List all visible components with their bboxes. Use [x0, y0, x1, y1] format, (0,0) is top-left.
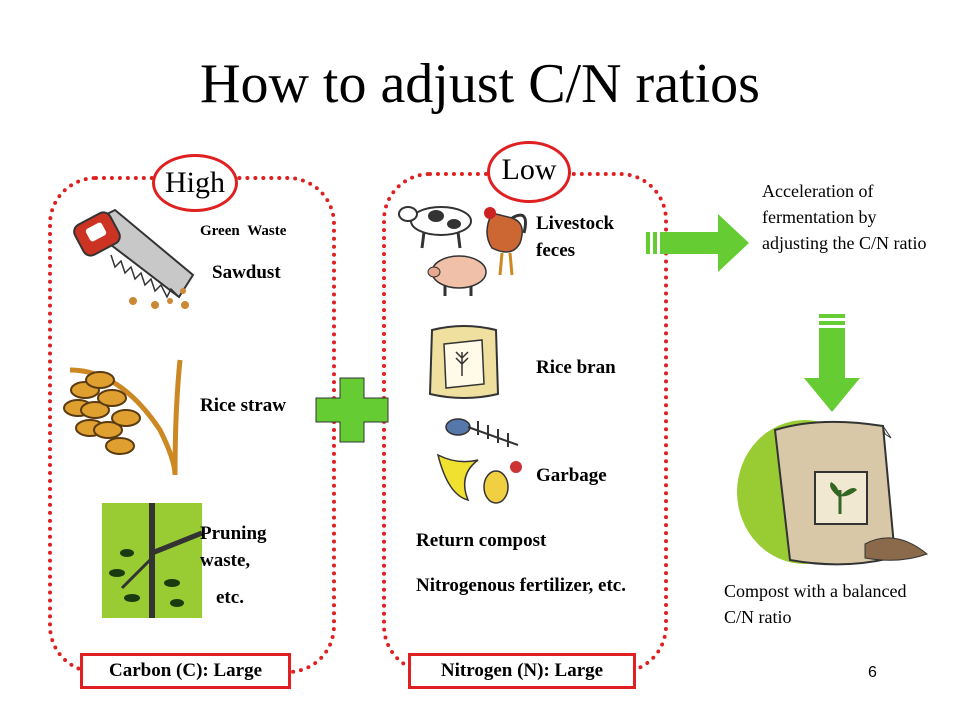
- compost-text: Compost with a balanced C/N ratio: [724, 581, 907, 627]
- nitrogen-large-label: Nitrogen (N): Large: [408, 653, 636, 689]
- plus-icon: [315, 377, 389, 443]
- page-number: 6: [868, 664, 877, 681]
- carbon-large-label: Carbon (C): Large: [80, 653, 291, 689]
- pruning-shears-icon: [102, 503, 203, 618]
- label-rice-bran: Rice bran: [536, 357, 616, 378]
- garbage-icon: [436, 418, 522, 504]
- label-sawdust: Sawdust: [212, 262, 281, 283]
- pig-icon: [427, 255, 487, 296]
- rooster-icon: [484, 207, 527, 276]
- label-return-compost: Return compost: [416, 530, 547, 551]
- label-rice-straw: Rice straw: [200, 395, 286, 416]
- compost-bag-icon: [737, 420, 928, 566]
- label-pruning-waste: Pruning waste,: [200, 523, 267, 571]
- arrow-right-icon: [646, 214, 749, 272]
- slide-title: How to adjust C/N ratios: [200, 53, 760, 115]
- saw-icon: [73, 208, 195, 309]
- high-badge: High: [152, 154, 238, 212]
- low-badge: Low: [487, 141, 571, 203]
- rice-bag-icon: [428, 325, 500, 399]
- arrow-down-icon: [804, 314, 860, 412]
- label-etc: etc.: [216, 587, 244, 608]
- label-garbage: Garbage: [536, 465, 607, 486]
- acceleration-text: Acceleration of fermentation by adjustin…: [762, 181, 927, 253]
- label-nitrogenous-fertilizer: Nitrogenous fertilizer, etc.: [416, 575, 626, 596]
- cow-icon: [398, 206, 472, 249]
- label-green-waste: Green Waste: [200, 223, 287, 239]
- label-livestock-feces: Livestock feces: [536, 213, 615, 261]
- wheat-icon: [63, 359, 183, 476]
